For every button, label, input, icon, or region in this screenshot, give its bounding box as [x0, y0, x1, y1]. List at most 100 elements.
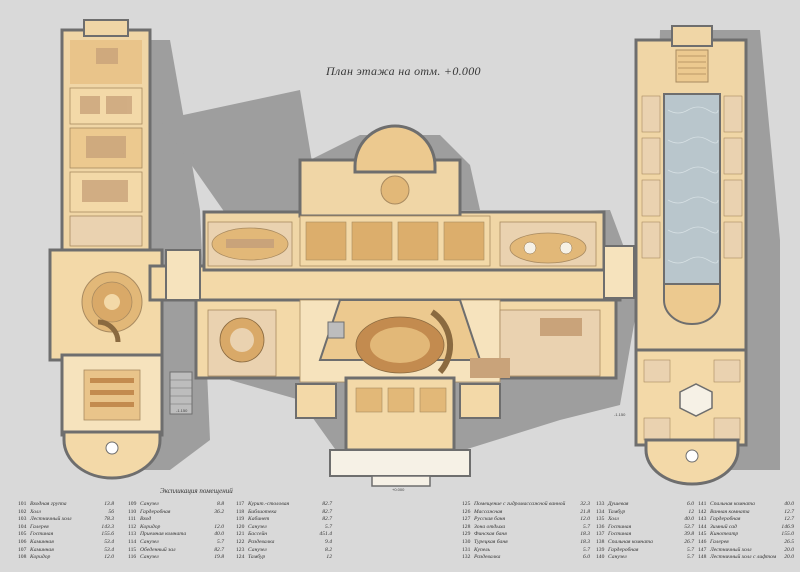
room-area: 5.7: [687, 554, 694, 561]
room-number: 107: [18, 546, 27, 553]
room-area: 12: [326, 554, 332, 561]
room-name: Зимний сад: [710, 523, 737, 530]
room-name: Кинотеатр: [710, 531, 739, 538]
room-name: Зона отдыха: [474, 523, 506, 530]
room-area: 12.0: [104, 554, 114, 561]
room-name: Русская баня: [474, 516, 506, 523]
left-wing: [48, 19, 193, 480]
room-name: Гостиная: [608, 531, 632, 538]
room-number: 125: [462, 501, 471, 507]
explication-title: Экспликация помещений: [160, 487, 233, 495]
room-area: 5.7: [583, 546, 590, 553]
room-number: 133: [596, 501, 605, 507]
room-area: 36.2: [214, 508, 224, 515]
room-area: 20.0: [784, 546, 794, 553]
room-number: 128: [462, 523, 471, 530]
room-area: 5.7: [325, 523, 332, 530]
room-number: 146: [698, 538, 707, 545]
room-area: 19.8: [214, 554, 224, 561]
room-area: 18.3: [580, 538, 590, 545]
room-number: 141: [698, 501, 707, 507]
room-name: Финская баня: [474, 531, 507, 538]
room-name: Санузел: [140, 554, 159, 561]
room-name: Входная группа: [30, 501, 67, 507]
room-number: 129: [462, 531, 471, 538]
room-name: Ванная комната: [710, 508, 750, 515]
room-name: Каминная: [30, 538, 54, 545]
room-area: 53.4: [104, 546, 114, 553]
room-name: Санузел: [140, 501, 159, 507]
room-area: 82.7: [322, 516, 332, 523]
room-area: 146.9: [781, 523, 794, 530]
room-name: Купель: [474, 546, 491, 553]
room-number: 117: [236, 501, 245, 507]
room-number: 114: [128, 538, 137, 545]
room-number: 131: [462, 546, 471, 553]
room-number: 110: [128, 508, 137, 515]
room-name: Санузел: [248, 523, 267, 530]
room-number: 119: [236, 516, 245, 523]
room-number: 140: [596, 554, 605, 561]
room-name: Холл: [30, 508, 41, 515]
room-name: Гардеробная: [140, 508, 171, 515]
room-number: 126: [462, 508, 471, 515]
room-name: Приемная комната: [140, 531, 187, 538]
room-area: 12.7: [784, 508, 794, 515]
room-number: 118: [236, 508, 245, 515]
room-name: Курит.-столовая: [248, 501, 290, 507]
room-area: 12.0: [214, 523, 224, 530]
plan-title: План этажа на отм. +0.000: [326, 64, 481, 78]
room-number: 103: [18, 516, 27, 523]
room-area: 451.4: [319, 531, 332, 538]
room-number: 143: [698, 516, 707, 523]
room-number: 108: [18, 554, 27, 561]
room-name: Гардеробная: [608, 546, 639, 553]
room-number: 134: [596, 508, 605, 515]
room-name: Спальная комната: [608, 538, 653, 545]
room-area: 40.0: [214, 531, 224, 538]
room-name: Санузел: [608, 554, 627, 561]
room-number: 106: [18, 538, 27, 545]
room-area: 53.7: [684, 523, 694, 530]
room-area: 32.3: [580, 501, 590, 507]
room-area: 20.0: [784, 554, 794, 561]
room-name: Коридор: [30, 554, 51, 561]
room-number: 113: [128, 531, 137, 538]
room-name: Лестничный холл: [710, 546, 752, 553]
room-area: 9.4: [325, 538, 332, 545]
level-tag: -1.150: [176, 408, 188, 413]
room-name: Лестничный холл с лифтом: [710, 554, 777, 561]
room-area: 6.0: [687, 501, 694, 507]
room-area: 18.3: [580, 531, 590, 538]
room-area: 12.7: [784, 516, 794, 523]
room-name: Гардеробная: [710, 516, 741, 523]
room-area: 12: [688, 508, 694, 515]
